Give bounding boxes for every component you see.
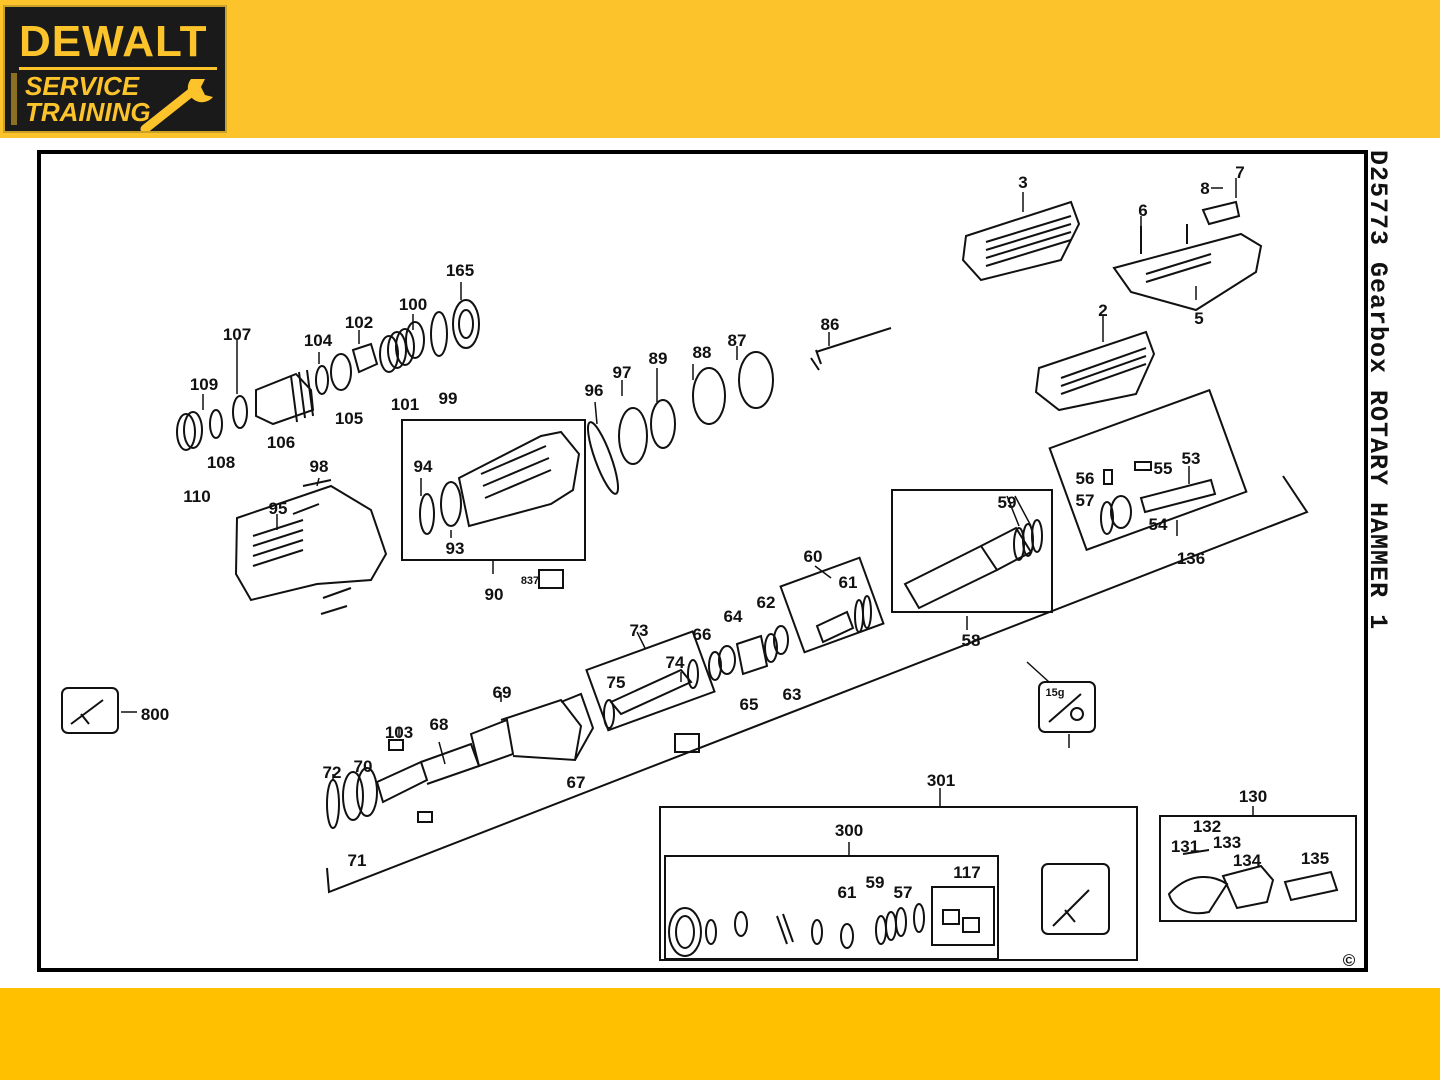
label-part-90: 90 — [485, 585, 504, 604]
label-kit-part-57: 57 — [894, 883, 913, 902]
label-part-86: 86 — [821, 315, 840, 334]
label-part-131: 131 — [1171, 837, 1199, 856]
footer-bar — [0, 988, 1440, 1080]
diagram-frame: 3 7 8 6 5 2 165 100 102 107 104 109 108 … — [37, 150, 1368, 972]
label-part-110: 110 — [183, 487, 210, 506]
label-part-2: 2 — [1098, 301, 1107, 320]
label-part-300: 300 — [835, 821, 863, 840]
label-part-94: 94 — [414, 457, 433, 476]
label-part-100: 100 — [399, 295, 427, 314]
label-part-57: 57 — [1076, 491, 1095, 510]
diagram-side-title: D25773 Gearbox ROTARY HAMMER 1 — [1368, 150, 1398, 970]
label-part-106: 106 — [267, 433, 295, 452]
label-part-6: 6 — [1138, 201, 1147, 220]
label-kit-part-61: 61 — [838, 883, 857, 902]
label-part-101: 101 — [391, 395, 419, 414]
label-part-71: 71 — [348, 851, 367, 870]
label-part-165: 165 — [446, 261, 474, 280]
tool-icon-left — [71, 700, 103, 724]
exploded-parts-diagram: 3 7 8 6 5 2 165 100 102 107 104 109 108 … — [41, 154, 1364, 968]
label-part-58: 58 — [962, 631, 981, 650]
label-grease-15g: 15g — [1046, 687, 1065, 699]
logo-brand-text: DEWALT — [19, 17, 208, 67]
label-part-56: 56 — [1076, 469, 1095, 488]
label-part-130: 130 — [1239, 787, 1267, 806]
label-part-98: 98 — [310, 457, 329, 476]
label-part-54: 54 — [1149, 515, 1168, 534]
label-part-61: 61 — [839, 573, 858, 592]
part-box-90 — [402, 420, 585, 560]
label-part-73: 73 — [630, 621, 649, 640]
spindle-parts — [327, 596, 871, 828]
grease-icon-small-1 — [539, 570, 563, 588]
label-part-68: 68 — [430, 715, 449, 734]
label-part-108: 108 — [207, 453, 235, 472]
logo-side-text-mark — [9, 71, 19, 127]
label-part-88: 88 — [693, 343, 712, 362]
label-part-70: 70 — [354, 757, 373, 776]
label-part-133: 133 — [1213, 833, 1241, 852]
label-part-107: 107 — [223, 325, 251, 344]
label-grease-837-1: 837 — [521, 575, 539, 587]
label-part-87: 87 — [728, 331, 747, 350]
label-part-5: 5 — [1194, 309, 1203, 328]
header-bar: DEWALT SERVICE TRAINING — [0, 0, 1440, 138]
label-part-89: 89 — [649, 349, 668, 368]
logo-divider — [19, 67, 217, 70]
label-part-64: 64 — [724, 607, 743, 626]
dewalt-service-training-logo: DEWALT SERVICE TRAINING — [3, 5, 227, 133]
label-part-69: 69 — [493, 683, 512, 702]
label-part-135: 135 — [1301, 849, 1329, 868]
label-part-55: 55 — [1154, 459, 1173, 478]
label-part-104: 104 — [304, 331, 333, 350]
label-part-93: 93 — [446, 539, 465, 558]
label-part-72: 72 — [323, 763, 342, 782]
label-kit-part-59: 59 — [866, 873, 885, 892]
label-part-62: 62 — [757, 593, 776, 612]
label-part-95: 95 — [269, 499, 288, 518]
label-part-60: 60 — [804, 547, 823, 566]
housing-covers — [963, 202, 1261, 410]
label-part-63: 63 — [783, 685, 802, 704]
label-part-134: 134 — [1233, 851, 1262, 870]
label-part-8: 8 — [1200, 179, 1209, 198]
label-part-66: 66 — [693, 625, 712, 644]
side-title-text: D25773 Gearbox ROTARY HAMMER 1 — [1363, 150, 1392, 630]
label-part-136: 136 — [1177, 549, 1205, 568]
piston-parts-58 — [905, 520, 1042, 608]
label-part-74: 74 — [666, 653, 685, 672]
label-part-109: 109 — [190, 375, 218, 394]
part-box-800-tool — [1042, 864, 1109, 934]
label-part-103: 103 — [385, 723, 413, 742]
label-part-117: 117 — [953, 863, 980, 882]
label-part-7: 7 — [1235, 163, 1244, 182]
cylinder-assembly-90 — [420, 432, 579, 534]
label-part-75: 75 — [607, 673, 626, 692]
label-part-301: 301 — [927, 771, 955, 790]
part-box-117 — [932, 887, 994, 945]
label-part-59-top: 59 — [998, 493, 1017, 512]
label-part-53: 53 — [1182, 449, 1201, 468]
label-part-102: 102 — [345, 313, 373, 332]
logo-training-text: TRAINING — [25, 97, 151, 128]
copyright-symbol: © — [1343, 951, 1356, 968]
label-part-67: 67 — [567, 773, 586, 792]
label-part-96: 96 — [585, 381, 604, 400]
label-part-99: 99 — [439, 389, 458, 408]
part-box-300 — [665, 856, 998, 959]
label-part-800-left: 800 — [141, 705, 169, 724]
wrench-icon — [135, 73, 225, 133]
label-part-97: 97 — [613, 363, 632, 382]
label-part-3: 3 — [1018, 173, 1027, 192]
tool-icon-kit — [1053, 890, 1089, 926]
label-part-65: 65 — [740, 695, 759, 714]
label-part-105: 105 — [335, 409, 363, 428]
